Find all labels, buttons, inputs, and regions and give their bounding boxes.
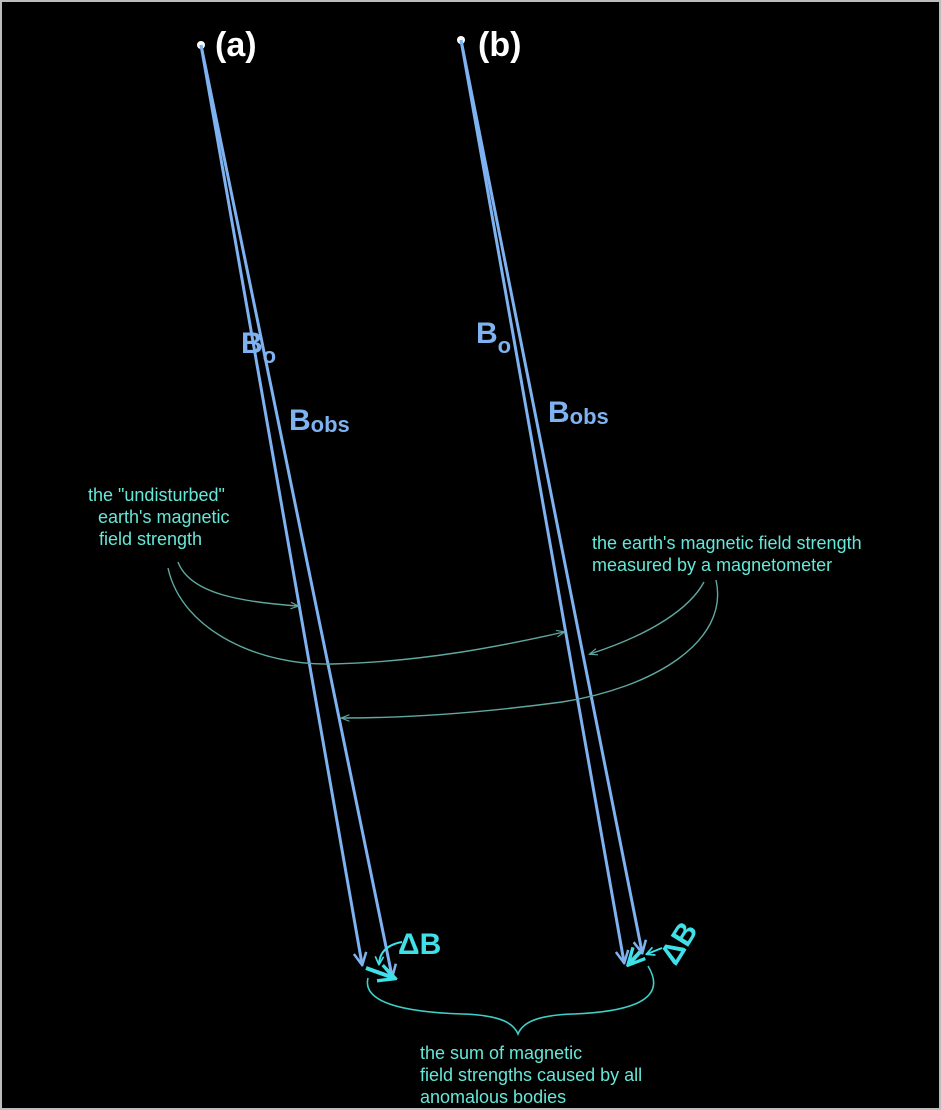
undisturbed-arrow-to-b [167,567,564,665]
annotation-measured: the earth's magnetic field strength meas… [342,533,867,718]
bobs-vector-a [199,44,392,976]
bobs-vector-b [459,39,624,962]
b0-label-b: Bo [476,317,511,358]
annotation-undisturbed: the "undisturbed" earth's magnetic field… [88,485,564,665]
delta-b-pointer-b [647,948,663,954]
annotation-anomalous: the sum of magnetic field strengths caus… [366,965,655,1107]
delta-b-vector-b [629,952,640,964]
undisturbed-arrow-to-a [177,561,298,606]
delta-b-pointer-a [379,941,403,964]
panel-label-b: (b) [478,26,521,64]
delta-b-label-a: ΔB [398,928,441,961]
b0-label-a: Bo [241,327,276,368]
panel-label-a: (a) [215,26,257,64]
bobs-label-a: Bobs [289,404,350,437]
measured-text: the earth's magnetic field strength meas… [592,533,867,575]
b0-vector-b [459,39,642,952]
delta-b-vector-a [365,968,394,978]
anomalous-text: the sum of magnetic field strengths caus… [420,1043,647,1107]
measured-arrow-to-a [342,579,719,718]
panel-a: (a) Bo Bobs ΔB [197,26,441,978]
measured-arrow-to-b [590,581,705,654]
panel-b: (b) Bo Bobs ΔB [457,26,705,971]
undisturbed-text: the "undisturbed" earth's magnetic field… [88,485,235,549]
anomalous-bracket [366,965,655,1037]
bobs-label-b: Bobs [548,396,609,429]
b0-vector-a [199,44,362,964]
delta-b-label-b: ΔB [654,916,705,970]
